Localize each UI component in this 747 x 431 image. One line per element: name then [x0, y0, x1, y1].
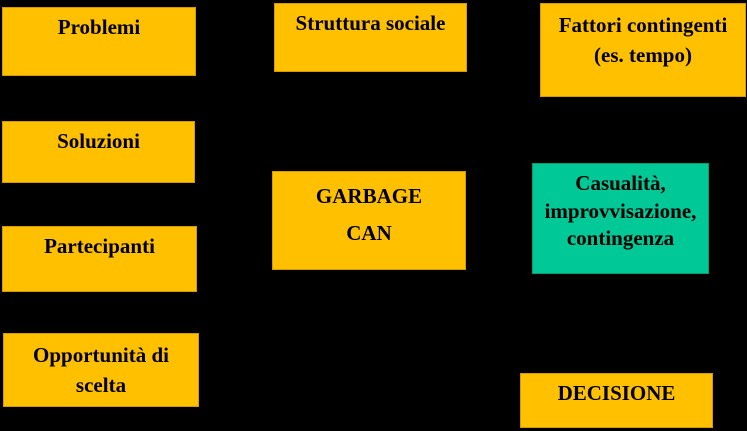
- box-decisione: DECISIONE: [520, 373, 713, 428]
- box-garbage-label-line2: CAN: [346, 220, 392, 245]
- box-casualita-label-line1: Casualità,: [575, 171, 666, 195]
- box-partecipanti-label: Partecipanti: [44, 234, 155, 258]
- box-fattori-label-line1: Fattori contingenti: [558, 13, 728, 37]
- box-opportunita-label-line2: scelta: [75, 373, 127, 398]
- box-struttura-sociale: Struttura sociale: [274, 3, 467, 72]
- box-casualita-improvvisazione-contingenza: Casualità, improvvisazione, contingenza: [532, 163, 709, 274]
- box-opportunita-di-scelta: Opportunità di scelta: [3, 333, 199, 407]
- box-problemi-label: Problemi: [57, 15, 141, 39]
- box-soluzioni-label: Soluzioni: [57, 129, 140, 153]
- box-decisione-label: DECISIONE: [557, 381, 676, 405]
- box-casualita-label-line2: improvvisazione,: [544, 198, 697, 223]
- box-fattori-contingenti: Fattori contingenti (es. tempo): [540, 3, 746, 97]
- box-soluzioni: Soluzioni: [2, 121, 195, 183]
- box-fattori-label-line2: (es. tempo): [594, 43, 692, 68]
- box-garbage-can: GARBAGE CAN: [272, 171, 466, 270]
- box-casualita-label-line3: contingenza: [566, 226, 675, 251]
- box-partecipanti: Partecipanti: [2, 226, 197, 292]
- box-struttura-label: Struttura sociale: [295, 11, 446, 35]
- box-garbage-label-line1: GARBAGE: [315, 184, 423, 208]
- box-problemi: Problemi: [2, 7, 196, 76]
- box-opportunita-label-line1: Opportunità di: [33, 343, 169, 367]
